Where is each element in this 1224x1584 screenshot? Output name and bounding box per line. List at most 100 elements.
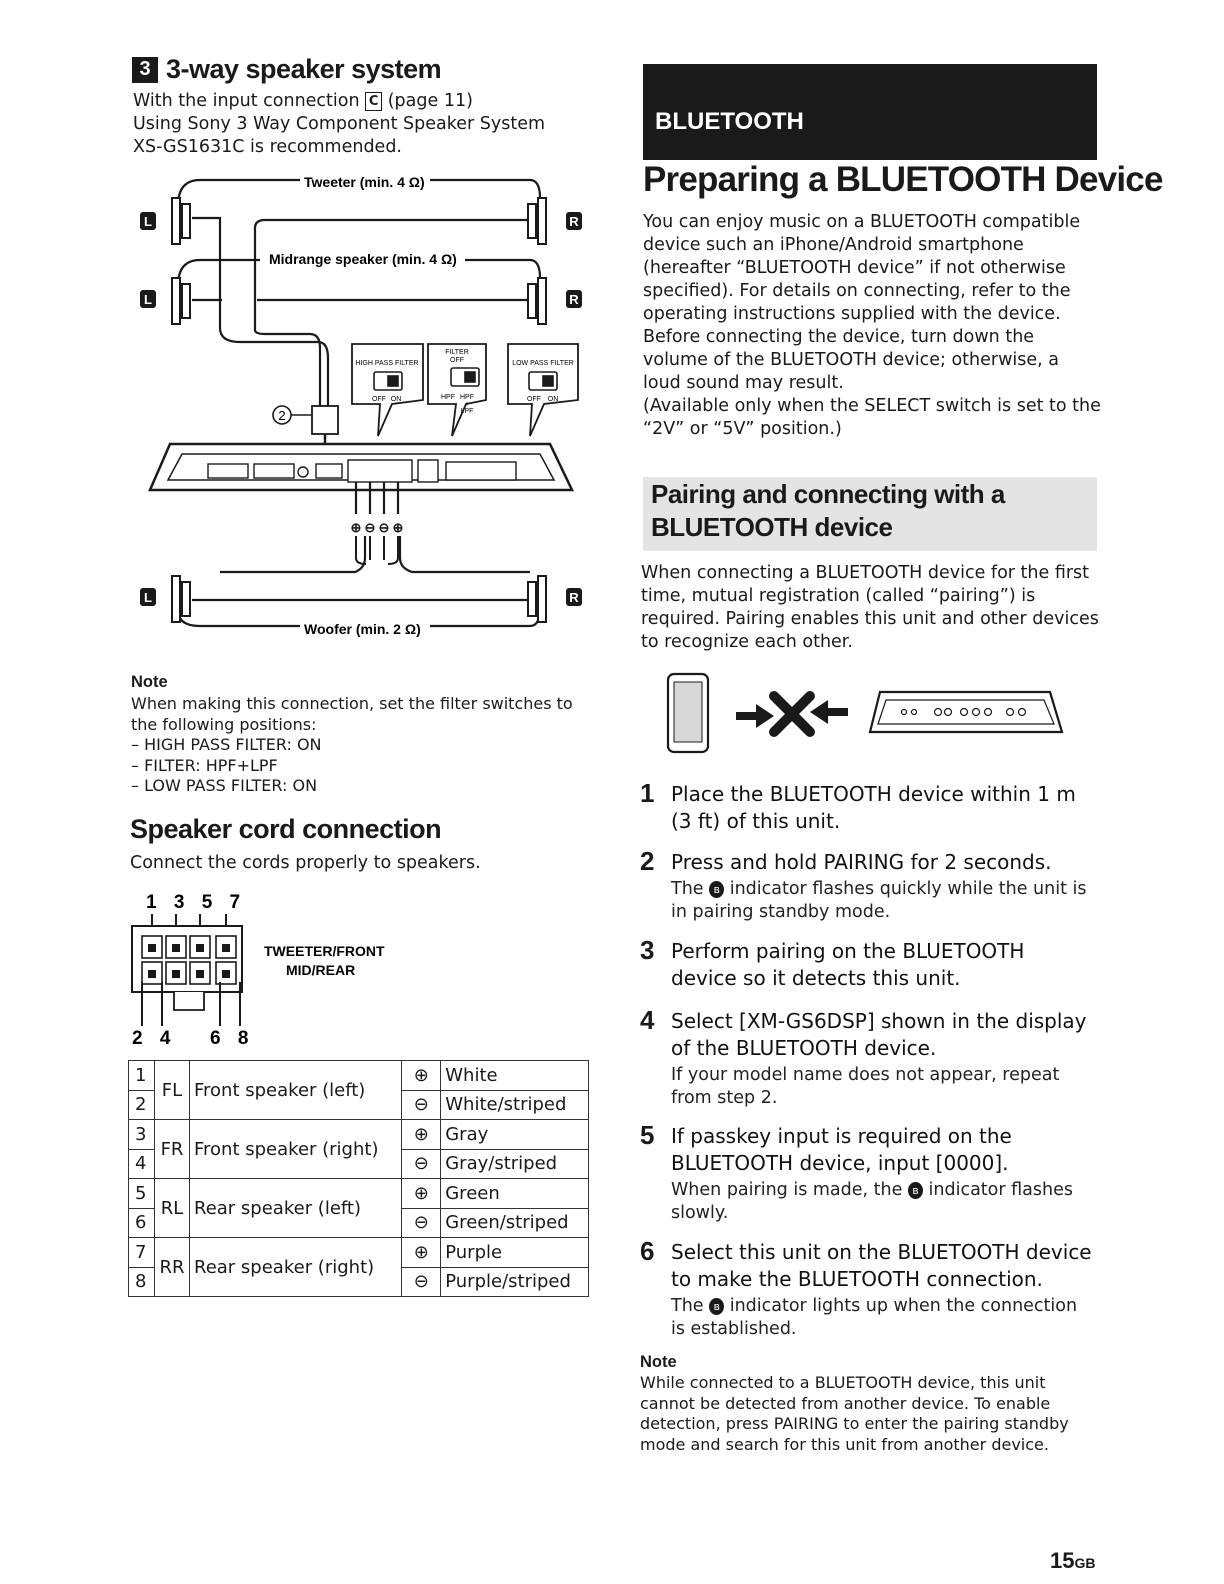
page-number-suffix: GB [1074, 1555, 1096, 1571]
filter-off-label: OFF [450, 357, 464, 364]
right-note-line: While connected to a BLUETOOTH device, t… [640, 1373, 1046, 1392]
step-heading-line: BLUETOOTH device, input [0000]. [671, 1151, 1009, 1175]
pin-number: 8 [128, 1266, 155, 1297]
left-note: Note When making this connection, set th… [131, 673, 573, 797]
filter-hpf-lpf-label: HPF [460, 394, 474, 401]
connector-bottom-pins-left: 2 4 [132, 1028, 176, 1049]
intro-line: loud sound may result. [643, 373, 844, 393]
intro-line: You can enjoy music on a BLUETOOTH compa… [643, 212, 1081, 232]
polarity: ⊕ [401, 1119, 442, 1150]
left-mark-tweeter: L [144, 214, 152, 229]
polarity: ⊕ [401, 1178, 442, 1209]
intro-line: specified). For details on connecting, r… [643, 281, 1071, 301]
cord-section-text: Connect the cords properly to speakers. [130, 853, 481, 873]
svg-text:⊖: ⊖ [379, 520, 390, 535]
intro-page-ref: (page 11) [387, 91, 473, 111]
intro-line: (hereafter “BLUETOOTH device” if not oth… [643, 258, 1066, 278]
pairing-heading-line-1: Pairing and connecting with a [651, 479, 1005, 509]
pin-number: 6 [128, 1207, 155, 1238]
polarity: ⊕ [401, 1237, 442, 1268]
right-mark-woofer: R [569, 590, 579, 605]
lpf-label: LOW PASS FILTER [512, 360, 574, 367]
wire-color: Gray [440, 1119, 589, 1150]
wire-color: White [440, 1060, 589, 1091]
step-3: 3 Perform pairing on the BLUETOOTH devic… [640, 935, 1100, 995]
intro-line-1: With the input connection C (page 11) [133, 90, 545, 113]
pairing-line: time, mutual registration (called “pairi… [641, 586, 1036, 606]
pairing-illustration [666, 672, 1064, 754]
right-note-heading: Note [640, 1353, 677, 1371]
step-number: 2 [640, 846, 655, 876]
step-description: The ʙ indicator lights up when the conne… [671, 1295, 1077, 1340]
right-mark-tweeter: R [569, 214, 579, 229]
left-mark-midrange: L [144, 292, 152, 307]
channel-abbr: FR [154, 1119, 190, 1179]
connector-label-mid-rear: MID/REAR [286, 962, 355, 978]
right-note: Note While connected to a BLUETOOTH devi… [640, 1353, 1100, 1455]
step-heading: Perform pairing on the BLUETOOTH device … [671, 938, 1024, 992]
page-number: 15GB [1050, 1548, 1095, 1574]
hpf-on-label: ON [391, 396, 402, 403]
pairing-heading-line-2: BLUETOOTH device [651, 512, 893, 542]
step-heading: Place the BLUETOOTH device within 1 m (3… [671, 781, 1076, 835]
pin-number: 5 [128, 1178, 155, 1209]
step-number: 3 [640, 935, 655, 965]
polarity: ⊖ [401, 1207, 442, 1238]
connector-label-tweeter-front: TWEETER/FRONT [264, 943, 385, 959]
step-desc-text: The [671, 1296, 704, 1316]
step-number: 4 [640, 1005, 655, 1035]
step-6: 6 Select this unit on the BLUETOOTH devi… [640, 1236, 1100, 1346]
polarity: ⊕ [401, 1060, 442, 1091]
intro-line: operating instructions supplied with the… [643, 304, 1061, 324]
step-desc-text: slowly. [671, 1202, 729, 1223]
step-desc-text: in pairing standby mode. [671, 901, 891, 922]
step-description: If your model name does not appear, repe… [671, 1064, 1059, 1109]
table-row: 8 ⊖ Purple/striped [128, 1266, 589, 1297]
svg-text:⊕: ⊕ [393, 520, 404, 535]
hpf-label: HIGH PASS FILTER [355, 360, 418, 367]
step-heading: Select [XM-GS6DSP] shown in the display … [671, 1008, 1087, 1062]
filter-lpf-label: LPF [461, 408, 474, 415]
channel-name: Rear speaker (right) [188, 1237, 403, 1297]
step-heading: Press and hold PAIRING for 2 seconds. [671, 850, 1052, 874]
step-heading-line: to make the BLUETOOTH connection. [671, 1267, 1043, 1291]
channel-name: Front speaker (left) [188, 1060, 403, 1120]
pin-number: 4 [128, 1148, 155, 1179]
step-heading-line: If passkey input is required on the [671, 1124, 1012, 1148]
step-desc-text: If your model name does not appear, repe… [671, 1065, 1060, 1085]
left-note-line-1: When making this connection, set the fil… [131, 694, 573, 713]
step-heading: If passkey input is required on the BLUE… [671, 1123, 1012, 1177]
lpf-on-label: ON [548, 396, 559, 403]
pin-number: 7 [128, 1237, 155, 1268]
right-note-line: detection, press PAIRING to enter the pa… [640, 1414, 1069, 1433]
wire-color: Green/striped [440, 1207, 589, 1238]
step-desc-text: indicator flashes quickly while the unit… [729, 879, 1087, 899]
section-number-badge: 3 [132, 56, 158, 83]
wire-color: Purple/striped [440, 1266, 589, 1297]
channel-name: Front speaker (right) [188, 1119, 403, 1179]
table-row: 4 ⊖ Gray/striped [128, 1148, 589, 1179]
step-heading-line: Place the BLUETOOTH device within 1 m [671, 782, 1076, 806]
step-heading-line: device so it detects this unit. [671, 966, 961, 990]
intro-line-3: XS-GS1631C is recommended. [133, 137, 402, 157]
step-5: 5 If passkey input is required on the BL… [640, 1120, 1100, 1230]
intro-line: volume of the BLUETOOTH device; otherwis… [643, 350, 1059, 370]
lpf-off-label: OFF [527, 396, 541, 403]
page-title: Preparing a BLUETOOTH Device [643, 160, 1163, 199]
polarity: ⊖ [401, 1148, 442, 1179]
cord-section: Speaker cord connection Connect the cord… [130, 814, 481, 875]
table-row: 5 RL Rear speaker (left) ⊕ Green [128, 1178, 589, 1238]
bluetooth-indicator-icon: ʙ [709, 1297, 725, 1315]
step-2: 2 Press and hold PAIRING for 2 seconds. … [640, 846, 1100, 926]
channel-marks: L L L R R R [140, 212, 582, 606]
callout-2: 2 [278, 408, 285, 423]
table-row: 7 RR Rear speaker (right) ⊕ Purple [128, 1237, 589, 1297]
section-heading: 3 3-way speaker system [132, 54, 442, 85]
speaker-wiring-diagram: L L L R R R Tweeter (min. 4 Ω) Midrange … [140, 174, 582, 637]
pairing-line: required. Pairing enables this unit and … [641, 609, 1099, 629]
pin-number: 3 [128, 1119, 155, 1150]
right-mark-midrange: R [569, 292, 579, 307]
table-row: 2 ⊖ White/striped [128, 1089, 589, 1120]
bluetooth-indicator-icon: ʙ [907, 1181, 923, 1199]
left-note-line-2: the following positions: [131, 714, 317, 734]
